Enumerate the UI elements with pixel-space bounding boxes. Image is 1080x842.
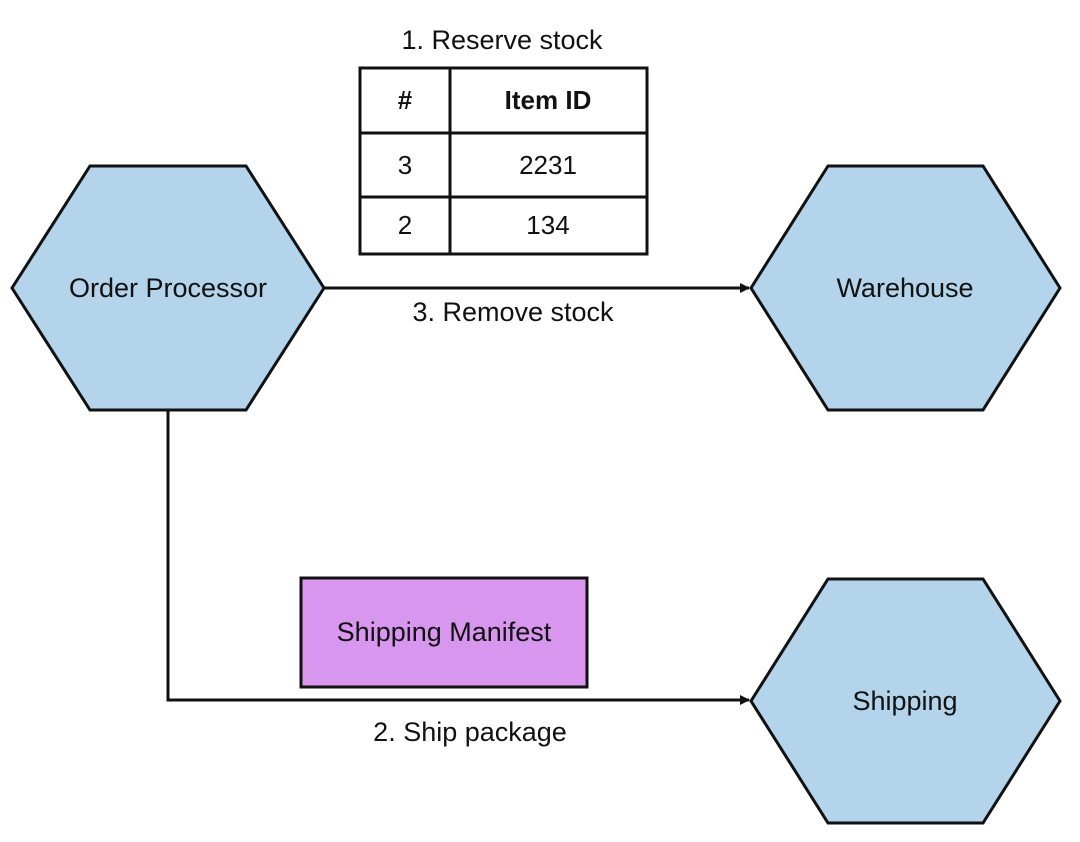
stock-table-cell: 2231 [519,150,577,180]
stock-table-cell: 3 [398,150,412,180]
stock-table: # Item ID 3 2231 2 134 [358,66,649,256]
stock-table-cell: 2 [398,210,412,240]
order-processor-label: Order Processor [69,273,267,303]
stock-table-header-item-id: Item ID [505,85,592,115]
reserve-stock-label: 1. Reserve stock [401,25,603,55]
shipping-manifest-box [299,576,589,689]
shipping-hexagon [749,577,1062,825]
stock-table-cell: 134 [526,210,569,240]
shipping-manifest-label: Shipping Manifest [337,617,552,647]
stock-table-border [358,66,649,256]
remove-stock-label: 3. Remove stock [412,297,614,327]
stock-table-header-number: # [398,85,413,115]
shipping-label: Shipping [852,686,957,716]
warehouse-hexagon [749,164,1062,412]
ship-package-arrow [166,410,750,705]
warehouse-label: Warehouse [836,273,973,303]
ship-package-label: 2. Ship package [373,717,567,747]
